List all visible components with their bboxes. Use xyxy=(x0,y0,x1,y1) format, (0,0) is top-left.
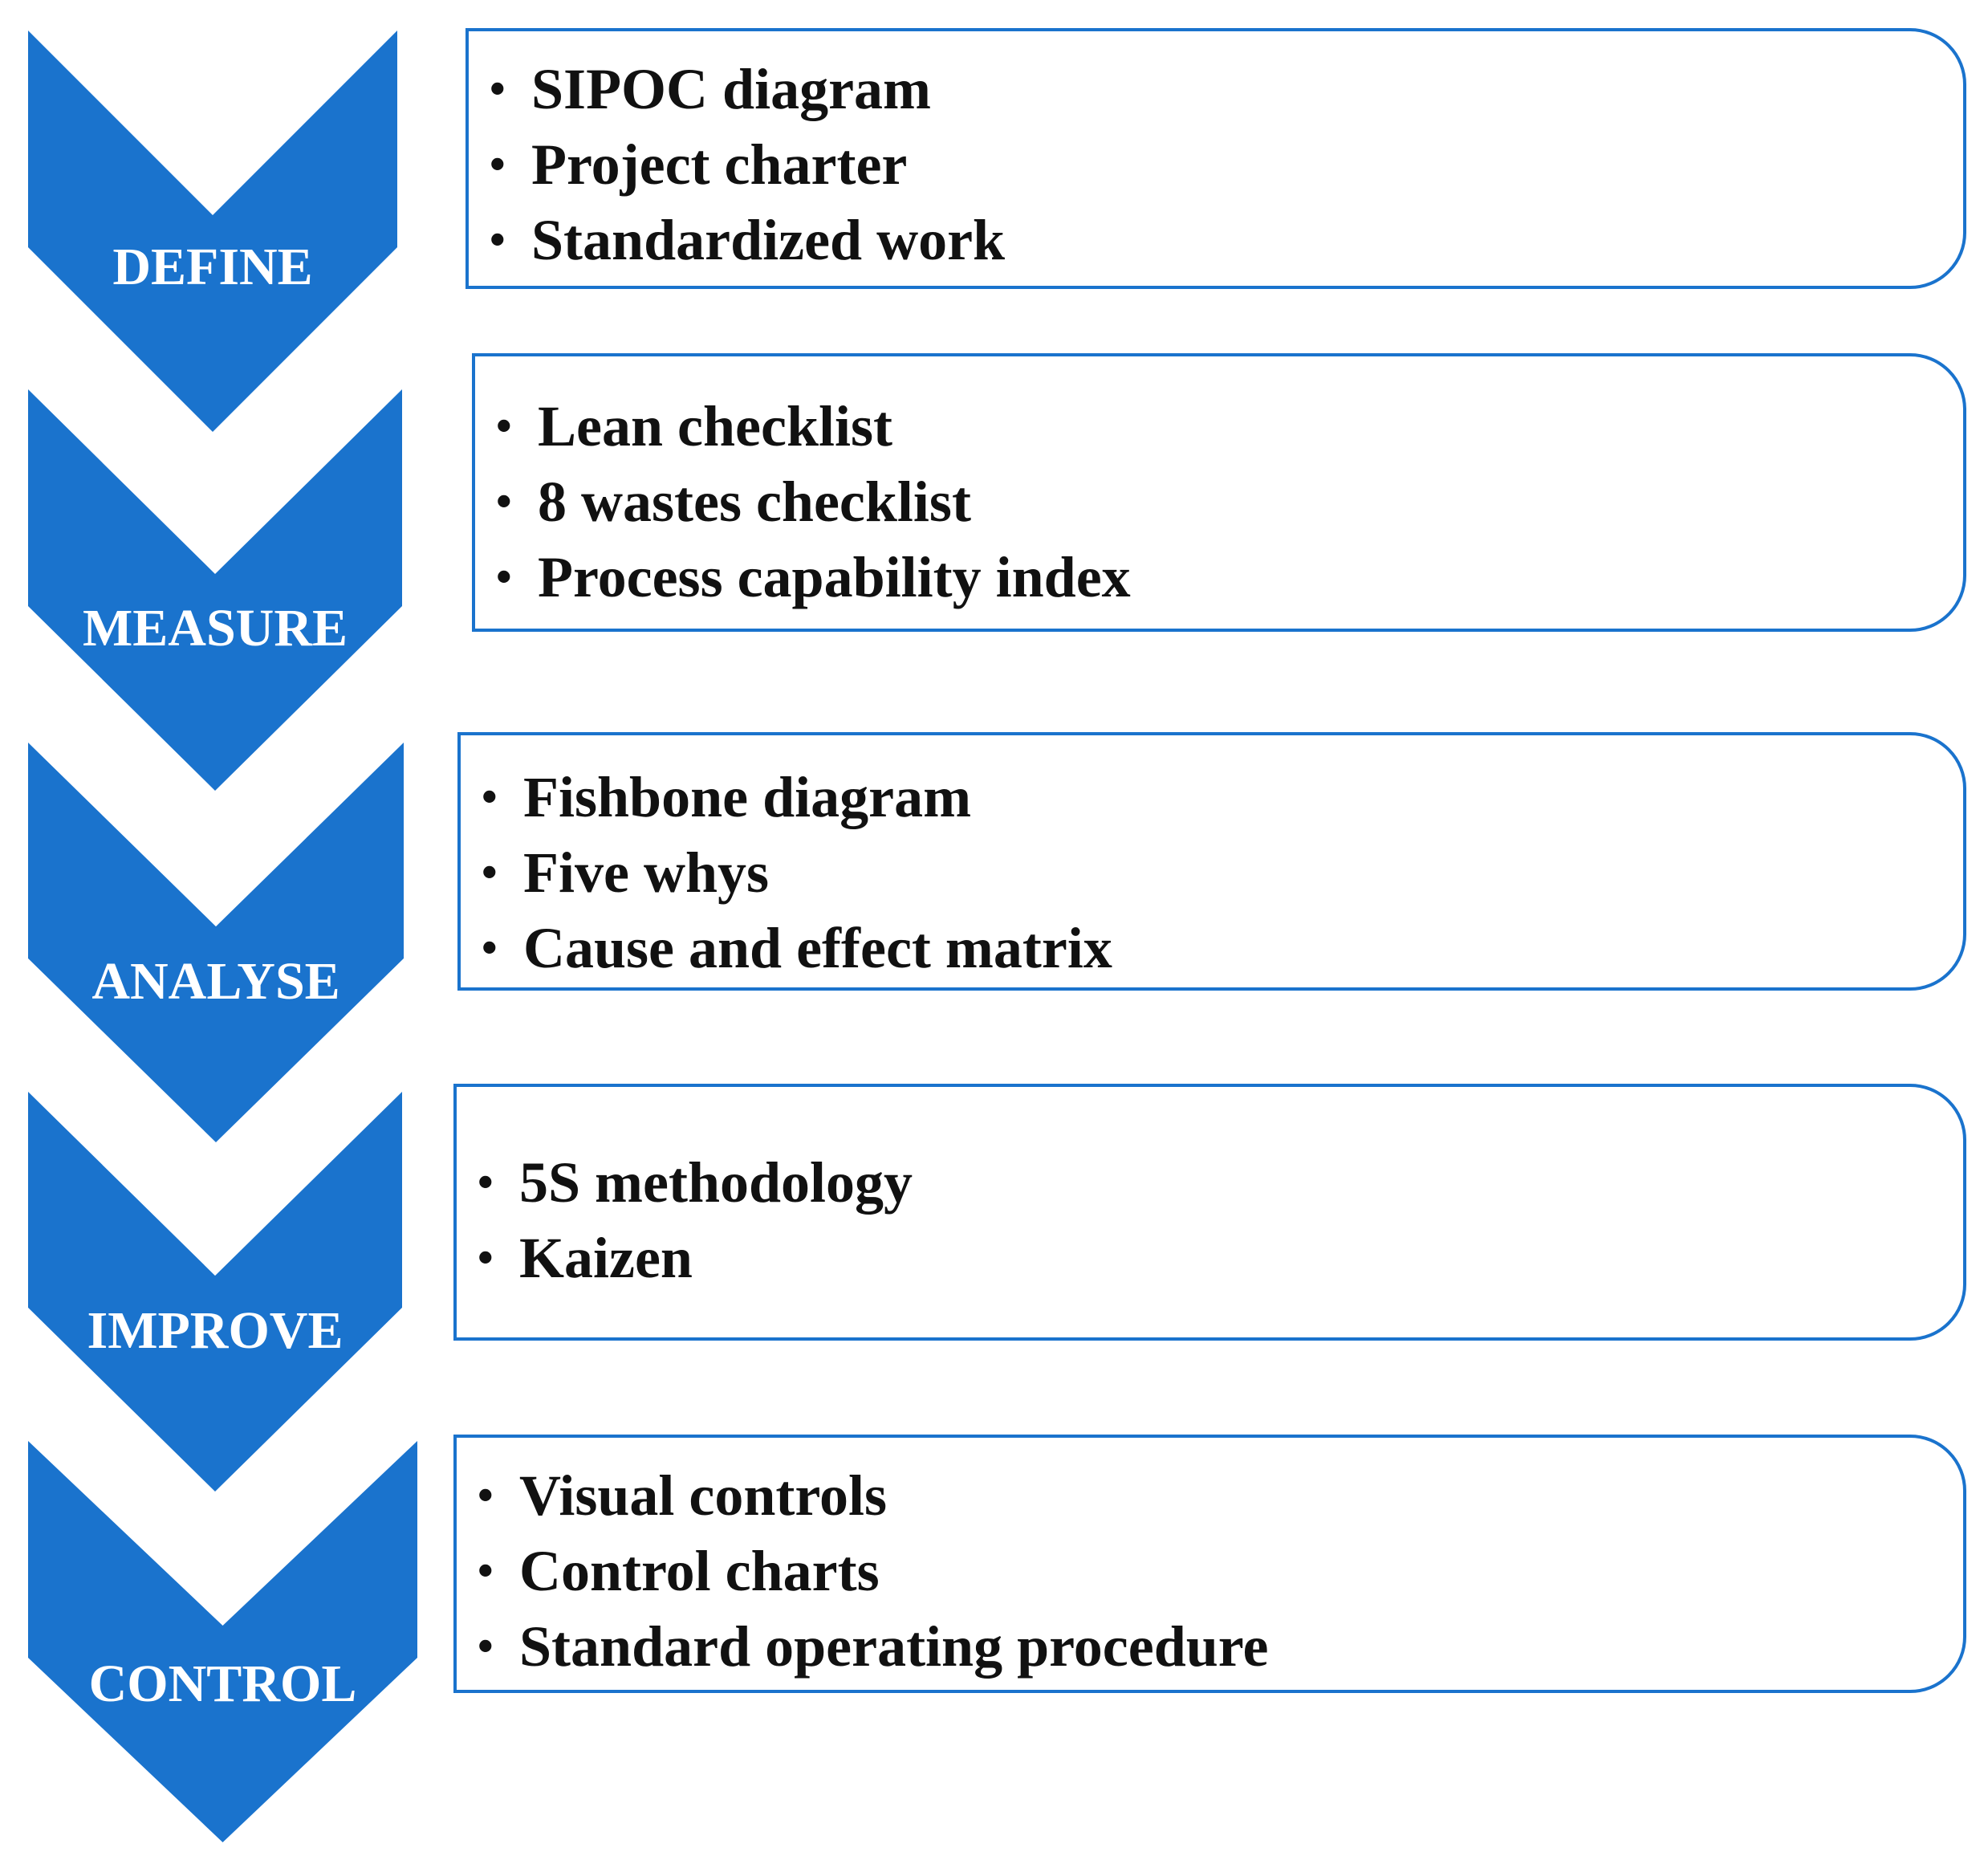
tool-item: • Fishbone diagram xyxy=(482,759,1112,835)
tools-box-improve: • 5S methodology • Kaizen xyxy=(453,1084,1966,1341)
bullet-icon: • xyxy=(478,1546,494,1596)
tools-box-control: • Visual controls • Control charts • Standard… xyxy=(453,1435,1966,1693)
tools-box-analyse: • Fishbone diagram • Five whys • Cause and ef… xyxy=(457,732,1966,991)
bullet-icon: • xyxy=(482,772,498,822)
bullet-icon: • xyxy=(482,848,498,897)
bullet-icon: • xyxy=(496,477,512,527)
bullet-icon: • xyxy=(478,1471,494,1520)
tool-item-label: Process capability index xyxy=(538,545,1131,609)
stage-label-improve: IMPROVE xyxy=(87,1301,344,1360)
tools-list-measure: • Lean checklist • 8 wastes checklist • Proce… xyxy=(496,389,1131,615)
bullet-icon: • xyxy=(496,401,512,451)
bullet-icon: • xyxy=(478,1622,494,1671)
tool-item-label: Project charter xyxy=(531,132,908,197)
tool-item-label: Cause and effect matrix xyxy=(523,916,1112,980)
tool-item-label: Visual controls xyxy=(519,1463,888,1528)
tools-list-improve: • 5S methodology • Kaizen xyxy=(478,1145,913,1296)
tools-box-measure: • Lean checklist • 8 wastes checklist • Proce… xyxy=(472,353,1966,632)
tool-item-label: SIPOC diagram xyxy=(531,57,932,121)
tools-list-define: • SIPOC diagram • Project charter • Standardi… xyxy=(490,51,1005,278)
chevron-measure xyxy=(28,389,402,791)
tools-list-control: • Visual controls • Control charts • Standard… xyxy=(478,1458,1268,1684)
tool-item: • 5S methodology xyxy=(478,1145,913,1220)
tool-item: • Control charts xyxy=(478,1533,1268,1609)
bullet-icon: • xyxy=(478,1158,494,1207)
chevron-define xyxy=(28,31,397,432)
bullet-icon: • xyxy=(478,1233,494,1283)
tool-item-label: Five whys xyxy=(523,840,769,905)
tools-list-analyse: • Fishbone diagram • Five whys • Cause and ef… xyxy=(482,759,1112,986)
tool-item: • Cause and effect matrix xyxy=(482,910,1112,986)
stage-label-control: CONTROL xyxy=(88,1654,357,1713)
bullet-icon: • xyxy=(490,215,506,265)
bullet-icon: • xyxy=(482,923,498,973)
tool-item-label: Control charts xyxy=(519,1539,880,1603)
tool-item: • Project charter xyxy=(490,127,1005,202)
tool-item: • Process capability index xyxy=(496,539,1131,615)
tool-item: • Lean checklist xyxy=(496,389,1131,464)
tool-item: • Kaizen xyxy=(478,1220,913,1296)
tool-item-label: Standardized work xyxy=(531,208,1006,272)
chevron-improve xyxy=(28,1092,402,1492)
stage-label-define: DEFINE xyxy=(112,238,313,296)
tool-item-label: Fishbone diagram xyxy=(523,765,972,829)
bullet-icon: • xyxy=(490,64,506,114)
tool-item-label: Kaizen xyxy=(519,1226,693,1290)
tool-item-label: Standard operating procedure xyxy=(519,1614,1269,1679)
tool-item: • Standardized work xyxy=(490,202,1005,278)
tool-item: • SIPOC diagram xyxy=(490,51,1005,127)
bullet-icon: • xyxy=(496,552,512,602)
stage-label-analyse: ANALYSE xyxy=(91,952,340,1011)
chevron-analyse xyxy=(28,743,404,1142)
tool-item: • Standard operating procedure xyxy=(478,1609,1268,1684)
stage-label-measure: MEASURE xyxy=(82,599,348,657)
tool-item: • Five whys xyxy=(482,835,1112,910)
tool-item: • Visual controls xyxy=(478,1458,1268,1533)
tools-box-define: • SIPOC diagram • Project charter • Standardi… xyxy=(465,28,1966,289)
tool-item-label: 5S methodology xyxy=(519,1150,913,1215)
tool-item-label: Lean checklist xyxy=(538,394,892,458)
chevron-control xyxy=(28,1441,417,1842)
bullet-icon: • xyxy=(490,140,506,189)
tool-item: • 8 wastes checklist xyxy=(496,464,1131,539)
tool-item-label: 8 wastes checklist xyxy=(538,470,971,534)
